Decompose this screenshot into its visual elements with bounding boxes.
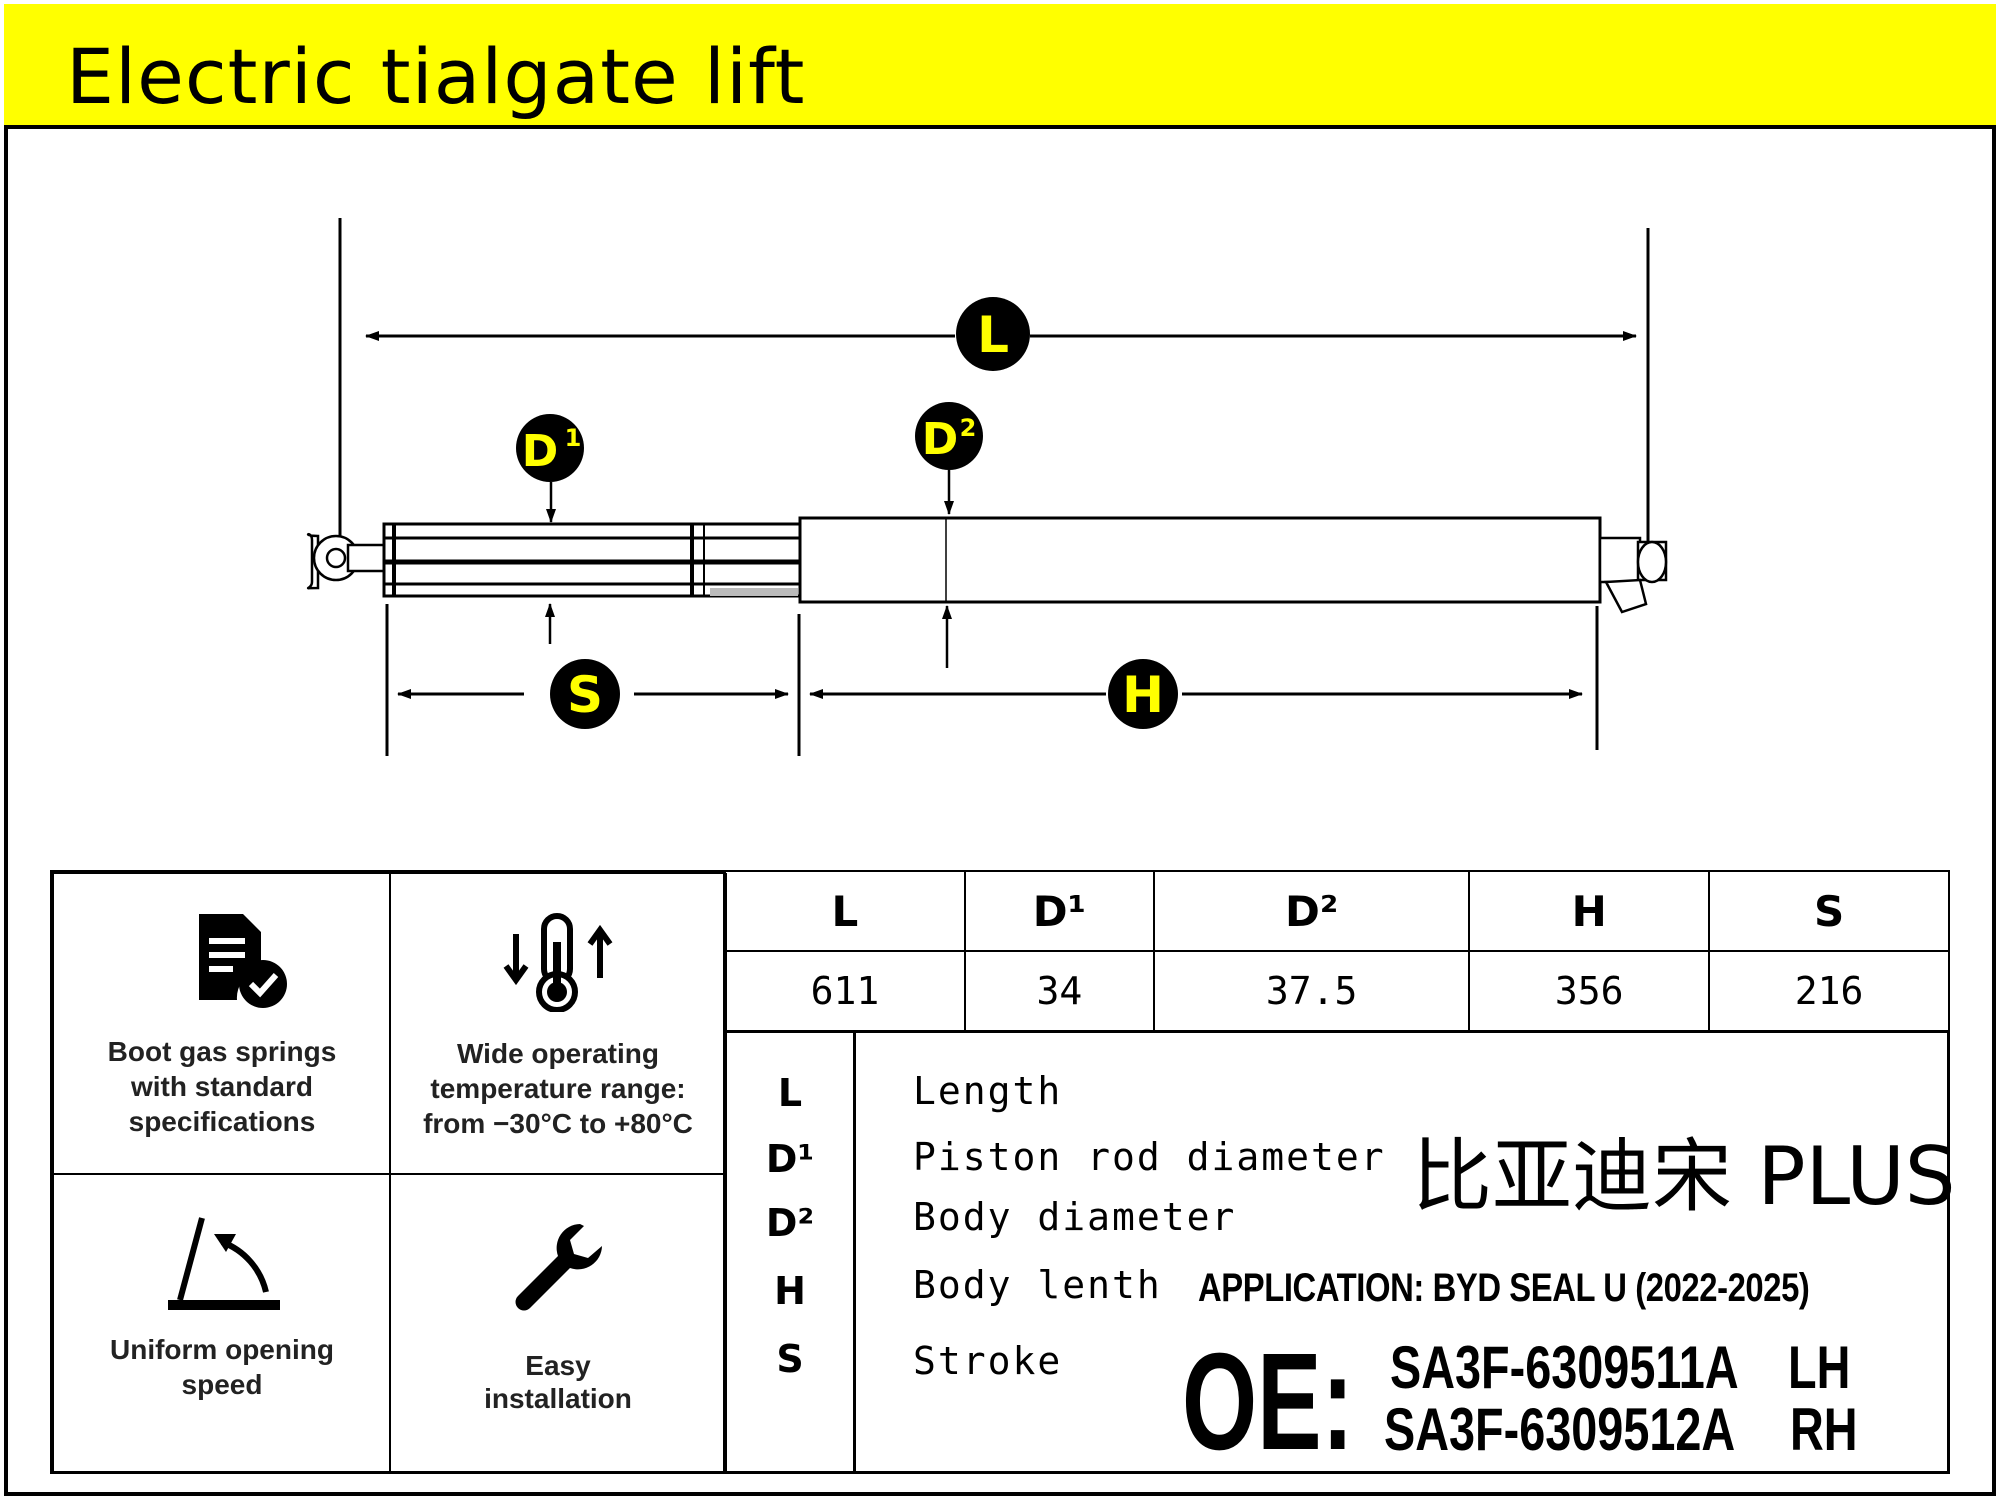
feature-uniform-opening-line-2: speed <box>181 1369 263 1400</box>
spec-value-H: 356 <box>1468 950 1711 1032</box>
legend-abbr-L: L <box>777 1071 803 1115</box>
legend-desc-body-diameter: Body diameter <box>913 1195 1237 1239</box>
legend-desc-length: Length <box>913 1069 1063 1113</box>
dimension-D1: D 1 <box>516 414 584 644</box>
spec-header-D2: D² <box>1152 870 1471 952</box>
legend-abbr-D1: D¹ <box>765 1137 815 1181</box>
legend-desc-body-length: Body lenth <box>913 1263 1162 1307</box>
dimension-H: H <box>809 659 1583 729</box>
opening-angle-icon <box>168 1217 280 1310</box>
label-H: H <box>1122 666 1164 724</box>
legend-desc-stroke: Stroke <box>913 1339 1063 1383</box>
legend-panel: L D¹ D² H S Length Piston rod diameter B… <box>724 1030 1950 1474</box>
feature-standard-specs-line-3: specifications <box>128 1106 316 1137</box>
spec-table: L D¹ D² H S 611 34 37.5 356 216 <box>724 870 1950 1032</box>
spec-header-H: H <box>1468 870 1711 952</box>
spec-header-row: L D¹ D² H S <box>724 870 1950 952</box>
spec-value-row: 611 34 37.5 356 216 <box>724 950 1950 1032</box>
spec-value-L: 611 <box>724 950 966 1032</box>
feature-temperature-range: Wide operating temperature range: from −… <box>389 873 727 1175</box>
feature-uniform-opening: Uniform opening speed <box>53 1173 391 1473</box>
oe-part-number-lh: SA3F-6309511A <box>1390 1334 1739 1401</box>
feature-standard-specs: Boot gas springs with standard specifica… <box>53 873 391 1175</box>
oe-side-lh: LH <box>1788 1334 1851 1401</box>
feature-uniform-opening-line-1: Uniform opening <box>110 1334 334 1365</box>
legend-abbr-D2: D² <box>765 1201 815 1245</box>
feature-easy-installation-line-1: Easy <box>525 1350 591 1381</box>
feature-temperature-line-1: Wide operating <box>457 1038 659 1069</box>
spec-value-S: 216 <box>1708 950 1950 1032</box>
page-title: Electric tialgate lift <box>66 32 806 121</box>
feature-standard-specs-line-2: with standard <box>130 1071 313 1102</box>
right-end-fitting <box>1598 536 1668 614</box>
feature-easy-installation: Easy installation <box>389 1173 727 1473</box>
label-D2-badge <box>915 402 983 470</box>
label-D1-sup: 1 <box>565 424 582 452</box>
legend-abbr-H: H <box>774 1269 806 1313</box>
rod-shadow <box>710 588 798 596</box>
feature-grid: Boot gas springs with standard specifica… <box>50 870 727 1474</box>
application-text: APPLICATION: BYD SEAL U (2022-2025) <box>1198 1266 1810 1310</box>
oe-label: OE: <box>1182 1325 1354 1479</box>
label-D2-sup: 2 <box>960 414 977 442</box>
dimension-L: L <box>365 297 1637 371</box>
spec-header-L: L <box>724 870 966 952</box>
label-S-badge <box>550 659 620 729</box>
thermometer-icon <box>503 913 613 1012</box>
legend-desc-piston-rod: Piston rod diameter <box>913 1135 1386 1179</box>
spec-header-S: S <box>1708 870 1950 952</box>
gas-spring-diagram: L D 1 D 2 <box>306 218 1668 756</box>
oe-side-rh: RH <box>1790 1396 1858 1463</box>
piston-rod <box>382 522 802 598</box>
dimension-S: S <box>397 659 789 729</box>
label-D2-letter: D <box>922 414 959 465</box>
dimension-D2: D 2 <box>915 402 983 668</box>
spec-value-D1: 34 <box>963 950 1155 1032</box>
title-bar: Electric tialgate lift <box>4 4 1996 129</box>
label-H-badge <box>1108 659 1178 729</box>
vehicle-model: 比亚迪宋 PLUS <box>1412 1130 1956 1223</box>
label-L: L <box>977 306 1009 364</box>
label-D1-letter: D <box>522 426 559 477</box>
feature-temperature-line-3: from −30°C to +80°C <box>423 1108 693 1139</box>
document-check-icon <box>199 914 287 1008</box>
oe-part-number-rh: SA3F-6309512A <box>1384 1396 1736 1463</box>
feature-easy-installation-line-2: installation <box>484 1383 632 1414</box>
feature-standard-specs-line-1: Boot gas springs <box>107 1036 337 1067</box>
feature-temperature-line-2: temperature range: <box>430 1073 686 1104</box>
legend-divider <box>853 1033 856 1471</box>
legend-abbr-S: S <box>776 1337 804 1381</box>
spec-value-D2: 37.5 <box>1152 950 1471 1032</box>
label-S: S <box>567 666 603 724</box>
wrench-icon <box>515 1224 602 1311</box>
cylinder-body <box>798 516 1602 604</box>
label-D1-badge <box>516 414 584 482</box>
label-L-badge <box>956 297 1030 371</box>
left-end-fitting <box>306 533 386 590</box>
spec-header-D1: D¹ <box>963 870 1155 952</box>
